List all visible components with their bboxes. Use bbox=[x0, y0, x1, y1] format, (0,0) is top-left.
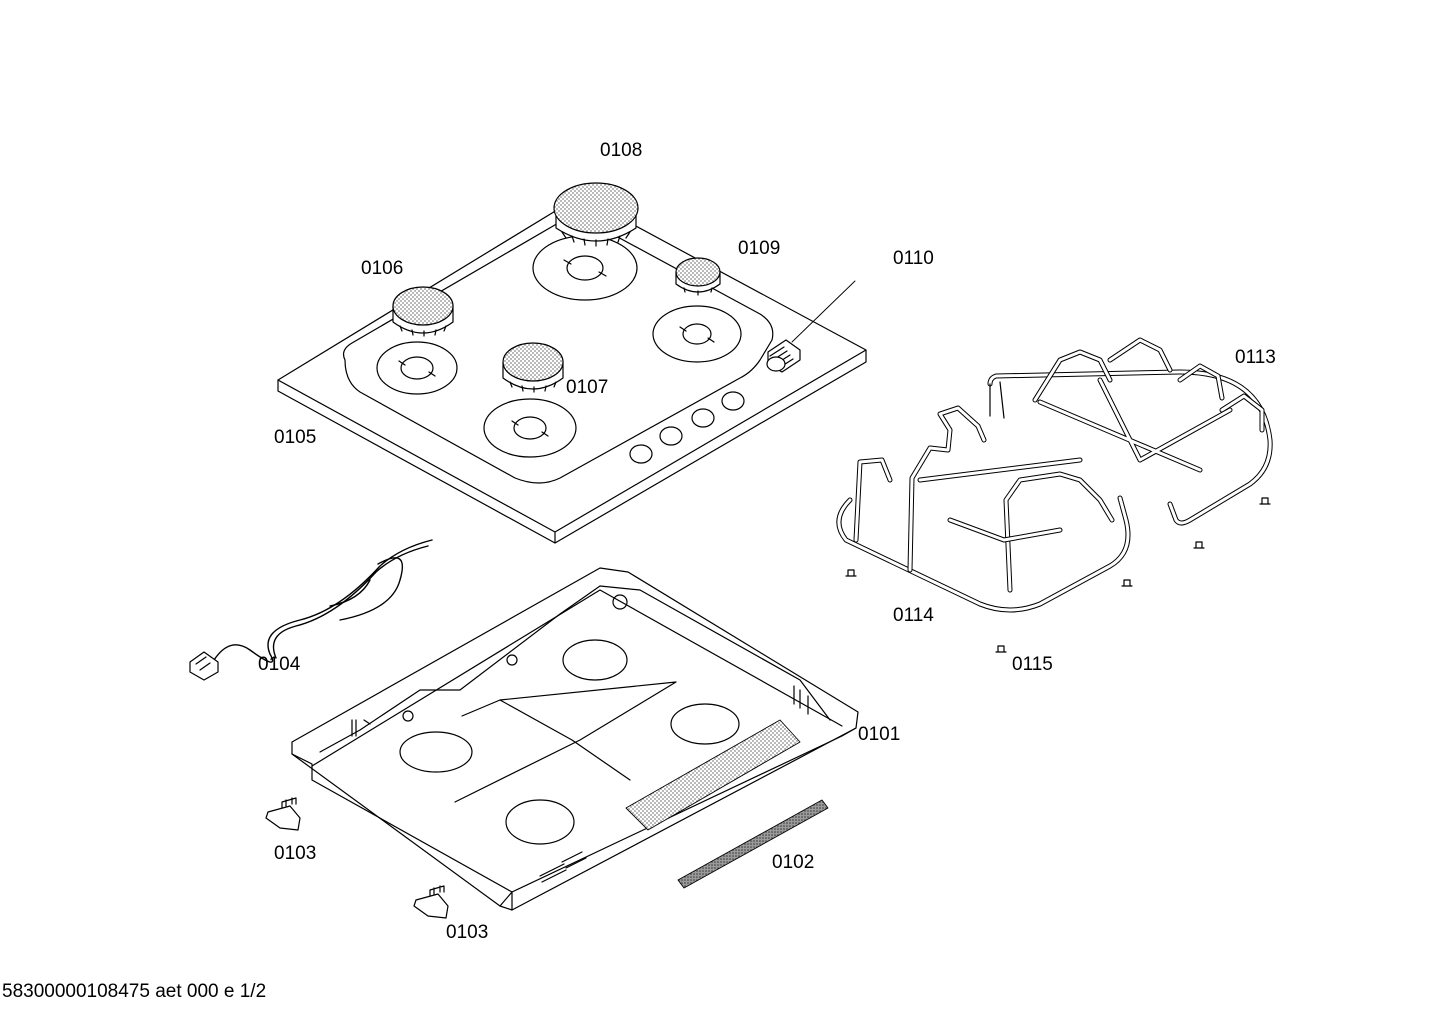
part-label-0106: 0106 bbox=[361, 258, 404, 279]
rubber-feet bbox=[845, 497, 1271, 653]
supply-cable bbox=[189, 539, 433, 681]
fixing-clip-upper bbox=[265, 797, 301, 831]
part-label-0103-upper: 0103 bbox=[274, 843, 317, 864]
burner-cap-0106 bbox=[392, 286, 454, 337]
part-label-0103-lower: 0103 bbox=[446, 922, 489, 943]
part-label-0114: 0114 bbox=[893, 605, 934, 626]
part-label-0101: 0101 bbox=[858, 724, 901, 745]
part-label-0113: 0113 bbox=[1235, 347, 1276, 368]
part-label-0102: 0102 bbox=[772, 852, 815, 873]
part-label-0110: 0110 bbox=[893, 248, 934, 269]
document-reference: 58300000108475 aet 000 e 1/2 bbox=[2, 981, 267, 1002]
pan-support-back bbox=[987, 337, 1273, 526]
part-label-0109: 0109 bbox=[738, 238, 781, 259]
fixing-clip-lower bbox=[413, 885, 449, 919]
gasket-strip bbox=[677, 799, 829, 889]
pan-support-front bbox=[836, 405, 1131, 613]
part-label-0105: 0105 bbox=[274, 427, 317, 448]
part-label-0107: 0107 bbox=[566, 377, 609, 398]
part-label-0104: 0104 bbox=[258, 654, 301, 675]
part-label-0108: 0108 bbox=[600, 140, 643, 161]
burner-cap-0107 bbox=[502, 342, 564, 393]
burner-cap-0109 bbox=[675, 257, 721, 296]
burner-cap-0108 bbox=[553, 182, 639, 247]
part-label-0115: 0115 bbox=[1012, 654, 1053, 675]
control-knob bbox=[766, 280, 856, 373]
base-tray bbox=[291, 567, 859, 911]
